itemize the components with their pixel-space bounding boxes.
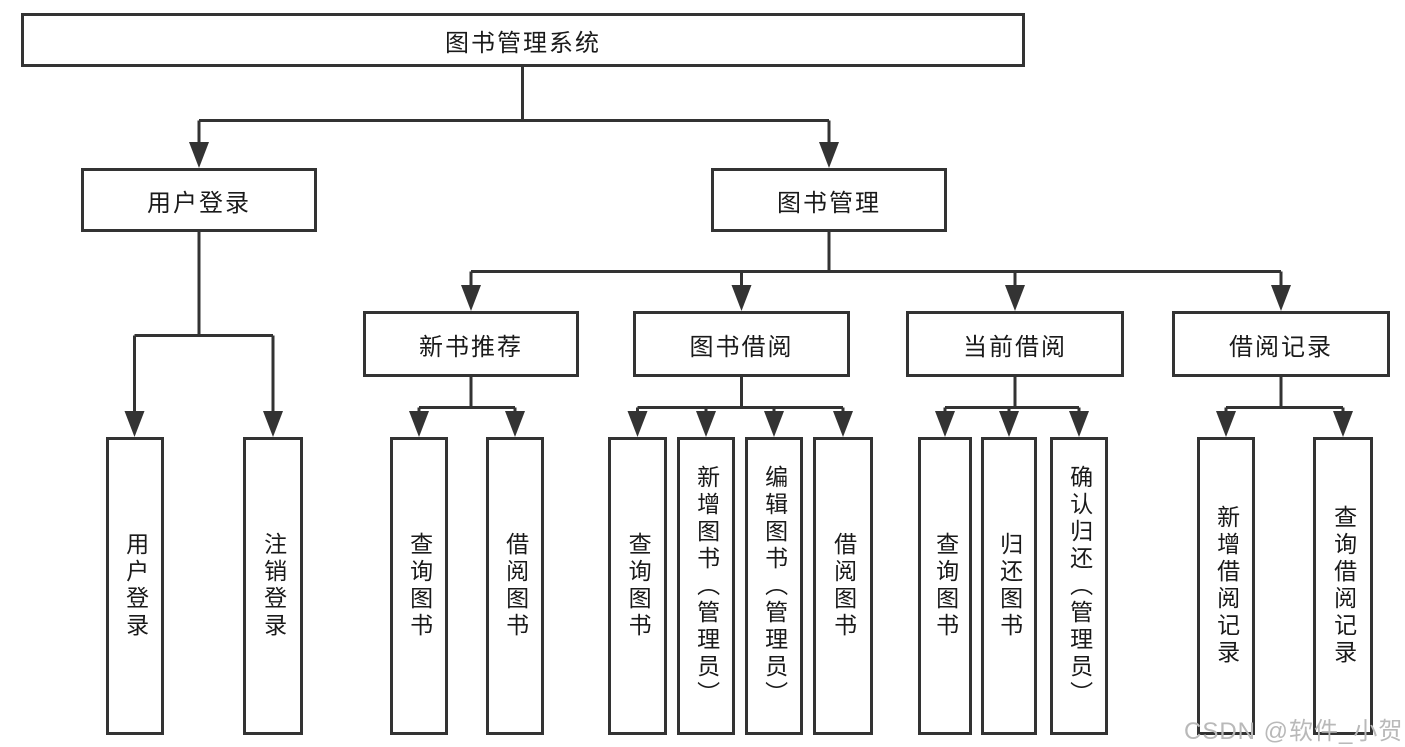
leaf-borrow-borrow-book: 借阅图书 — [813, 437, 873, 735]
node-library-system: 图书管理系统 — [21, 13, 1025, 67]
leaf-newbook-query-book: 查询图书 — [390, 437, 448, 735]
leaf-user-login: 用户登录 — [106, 437, 164, 735]
node-user-login: 用户登录 — [81, 168, 317, 232]
watermark-text: CSDN @软件_小贺同学 — [1184, 718, 1405, 745]
node-book-borrow: 图书借阅 — [633, 311, 850, 377]
leaf-records-query-record: 查询借阅记录 — [1313, 437, 1373, 735]
leaf-newbook-borrow-book: 借阅图书 — [486, 437, 544, 735]
node-book-management: 图书管理 — [711, 168, 947, 232]
connector-borrow-records-split — [1224, 377, 1345, 416]
node-new-book-recommend: 新书推荐 — [363, 311, 579, 377]
connector-current-borrow-split — [943, 377, 1081, 416]
leaf-current-confirm-return-admin: 确认归还（管理员） — [1050, 437, 1108, 735]
leaf-borrow-add-book-admin: 新增图书（管理员） — [677, 437, 735, 735]
connector-book-management-split — [469, 232, 1283, 288]
leaf-current-return-book: 归还图书 — [981, 437, 1037, 735]
node-borrow-records: 借阅记录 — [1172, 311, 1390, 377]
arrowheads — [124, 142, 1353, 437]
node-current-borrow: 当前借阅 — [906, 311, 1124, 377]
connector-new-book-split — [417, 377, 517, 416]
connector-book-borrow-split — [636, 377, 845, 416]
leaf-records-add-record: 新增借阅记录 — [1197, 437, 1255, 735]
connector-user-login-split — [133, 232, 275, 414]
leaf-borrow-query-book: 查询图书 — [608, 437, 667, 735]
connector-root-split — [197, 67, 831, 146]
leaf-logout-login: 注销登录 — [243, 437, 303, 735]
leaf-current-query-book: 查询图书 — [918, 437, 972, 735]
leaf-borrow-edit-book-admin: 编辑图书（管理员） — [745, 437, 803, 735]
